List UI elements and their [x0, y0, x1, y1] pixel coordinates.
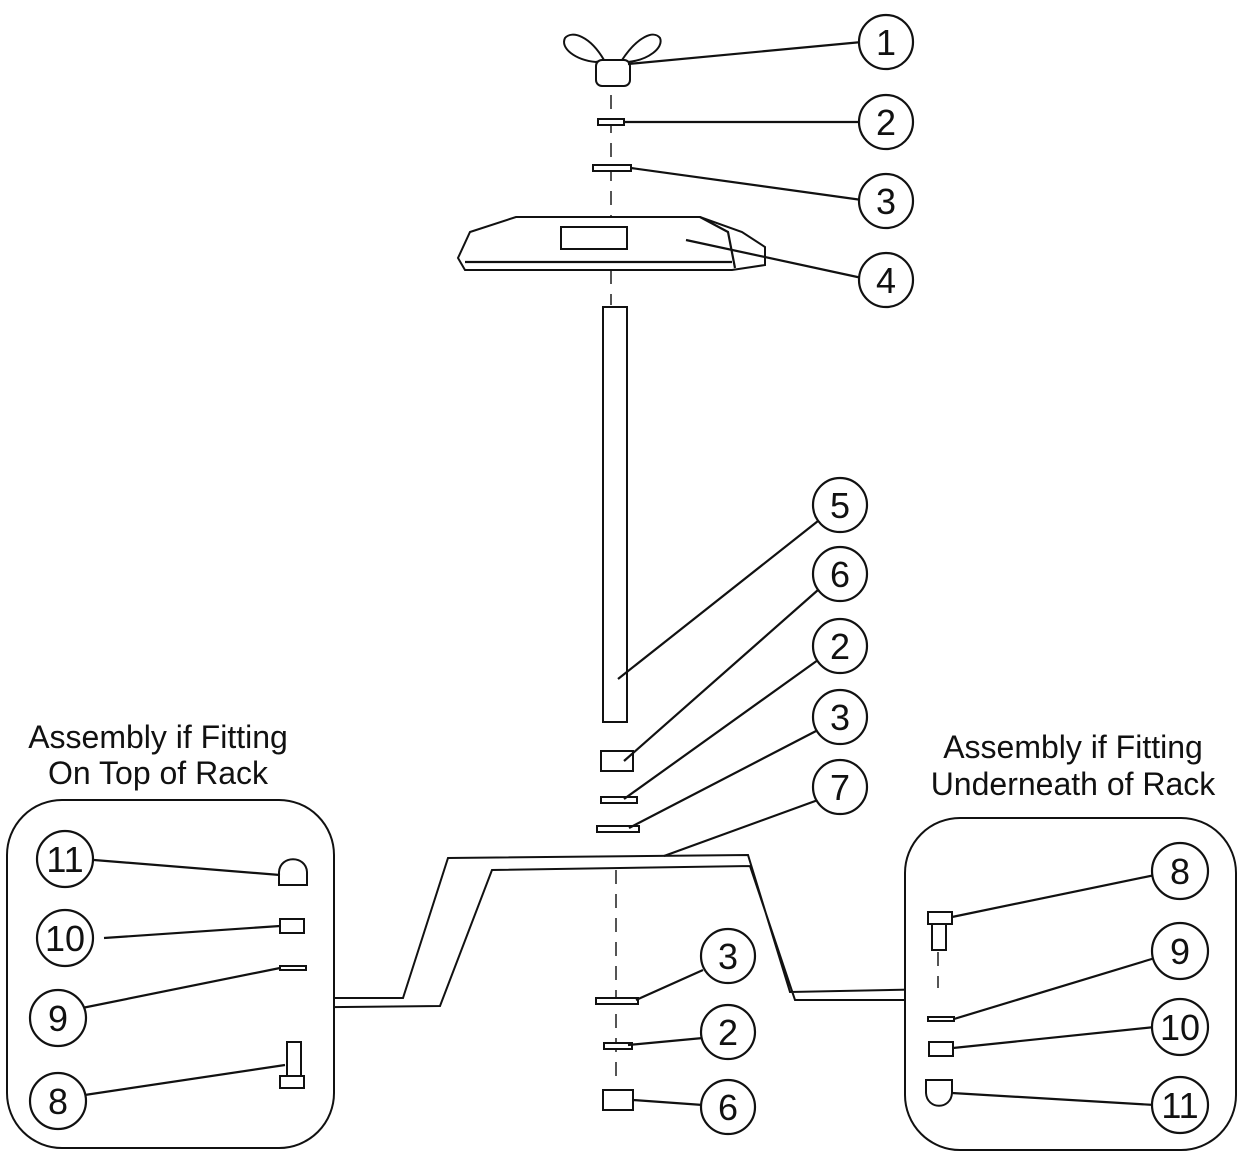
clamp-plate — [456, 216, 766, 271]
callout-1: 1 — [857, 13, 915, 71]
left-nut — [279, 918, 305, 934]
svg-text:6: 6 — [830, 554, 850, 595]
right-callout-10: 10 — [1150, 997, 1210, 1057]
callout-2-lower: 2 — [699, 1003, 757, 1061]
wing-nut — [563, 33, 662, 87]
right-cap-nut — [925, 1079, 953, 1107]
svg-text:9: 9 — [1170, 931, 1190, 972]
left-title-line1: Assembly if Fitting — [28, 719, 288, 755]
callout-5: 5 — [811, 476, 869, 534]
right-title-line2: Underneath of Rack — [931, 766, 1217, 802]
left-title-line2: On Top of Rack — [48, 755, 269, 791]
right-title-line1: Assembly if Fitting — [943, 729, 1203, 765]
svg-text:11: 11 — [1161, 1085, 1198, 1126]
left-cap-nut — [278, 858, 308, 886]
left-callout-11: 11 — [35, 829, 95, 889]
right-washer — [927, 1016, 955, 1022]
left-callout-8: 8 — [28, 1071, 88, 1131]
svg-text:3: 3 — [718, 936, 738, 977]
right-callout-11: 11 — [1150, 1075, 1210, 1135]
callout-2: 2 — [857, 93, 915, 151]
callout-3: 3 — [857, 172, 915, 230]
left-panel-frame — [6, 799, 335, 1149]
svg-text:6: 6 — [718, 1087, 738, 1128]
left-washer — [279, 965, 307, 971]
callout-3-lower: 3 — [699, 927, 757, 985]
right-bolt — [927, 911, 953, 951]
callout-3-mid: 3 — [811, 688, 869, 746]
flat-washer-lower — [595, 997, 639, 1005]
spring-washer-mid — [600, 796, 638, 804]
svg-text:2: 2 — [830, 626, 850, 667]
svg-text:8: 8 — [48, 1081, 68, 1122]
svg-text:9: 9 — [48, 998, 68, 1039]
svg-text:11: 11 — [46, 839, 83, 880]
callout-2-mid: 2 — [811, 617, 869, 675]
svg-text:3: 3 — [830, 697, 850, 738]
spring-washer-lower — [603, 1042, 633, 1050]
leader-lines — [77, 40, 1156, 1107]
flat-washer-top — [592, 164, 632, 172]
left-callout-9: 9 — [28, 988, 88, 1048]
flat-washer-mid — [596, 825, 640, 833]
svg-text:5: 5 — [830, 485, 850, 526]
threaded-rod — [602, 306, 628, 723]
svg-text:1: 1 — [876, 22, 896, 63]
svg-text:10: 10 — [45, 918, 85, 959]
spring-washer-top — [597, 118, 625, 126]
svg-text:10: 10 — [1160, 1007, 1200, 1048]
nut-lower — [602, 1089, 634, 1111]
svg-text:8: 8 — [1170, 851, 1190, 892]
nut-upper — [600, 750, 634, 772]
right-callout-9: 9 — [1150, 921, 1210, 981]
svg-text:4: 4 — [876, 260, 896, 301]
callout-7: 7 — [811, 758, 869, 816]
left-callout-10: 10 — [35, 908, 95, 968]
right-nut — [928, 1041, 954, 1057]
callout-6-lower: 6 — [699, 1078, 757, 1136]
callout-4: 4 — [857, 251, 915, 309]
svg-text:2: 2 — [718, 1012, 738, 1053]
callout-6: 6 — [811, 545, 869, 603]
svg-text:2: 2 — [876, 102, 896, 143]
svg-text:7: 7 — [830, 767, 850, 808]
svg-text:3: 3 — [876, 181, 896, 222]
right-callout-8: 8 — [1150, 841, 1210, 901]
left-bolt — [279, 1041, 305, 1089]
